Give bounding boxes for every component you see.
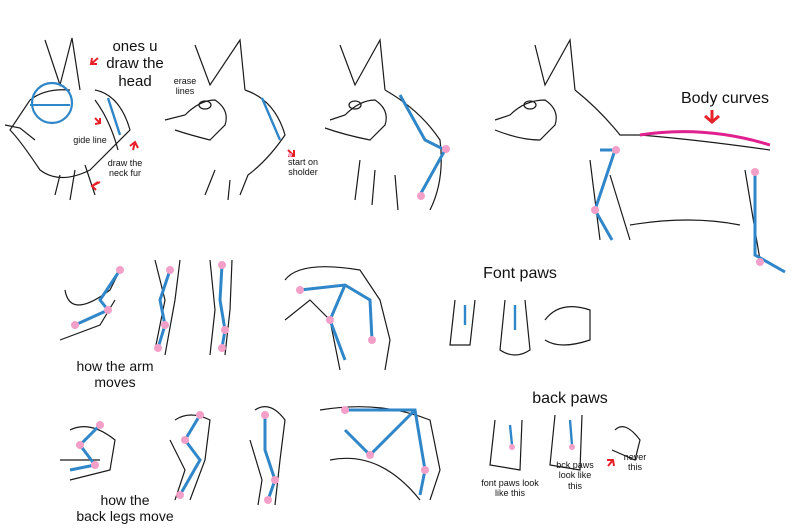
back-leg-sketches xyxy=(60,406,441,506)
neck-guide-line-2 xyxy=(260,97,282,141)
arrow-icon xyxy=(89,57,99,65)
back-paw-sketches xyxy=(489,414,641,471)
arrow-icon xyxy=(704,110,720,124)
front-paw-guides xyxy=(463,305,517,330)
arrow-icon xyxy=(94,117,101,125)
heading-back-paws: back paws xyxy=(532,390,608,407)
label-draw-neck-fur: draw the neck fur xyxy=(107,158,143,179)
head-guide-circle xyxy=(30,81,74,125)
arrow-icon xyxy=(607,459,615,467)
joint-dot xyxy=(417,192,425,200)
label-body-curves: Body curves xyxy=(680,90,770,107)
front-paw-sketches xyxy=(449,299,591,356)
shoulder-joint-dot xyxy=(288,153,292,157)
label-how-back-legs-move: how the back legs move xyxy=(76,492,174,525)
wolf-body-sketch xyxy=(494,38,771,261)
wolf-head-sketch-3 xyxy=(324,38,442,211)
back-paw-guides xyxy=(508,419,574,446)
heading-font-paws: Font paws xyxy=(483,265,557,282)
arrow-icon xyxy=(90,181,101,191)
back-leg-joint-dots xyxy=(76,406,429,504)
label-never-this: never this xyxy=(623,452,647,473)
wolf-head-sketch-2 xyxy=(164,38,286,201)
arm-joint-dots xyxy=(71,261,376,352)
label-ones-u-draw-head: ones u draw the head xyxy=(106,38,164,90)
label-start-on-sholder: start on sholder xyxy=(287,157,318,178)
arm-sketches xyxy=(59,259,391,371)
joint-dot xyxy=(591,206,599,214)
label-erase-lines: erase lines xyxy=(173,76,197,97)
joint-dot xyxy=(751,168,759,176)
body-curve-line xyxy=(639,130,771,147)
back-paw-joint-dots xyxy=(509,444,575,450)
joint-dot xyxy=(612,146,620,154)
arrow-icon xyxy=(129,140,139,151)
joint-dot xyxy=(442,145,450,153)
label-gide-line: gide line xyxy=(73,135,107,145)
front-leg-guide xyxy=(593,148,618,241)
neck-guide-line-1 xyxy=(106,97,122,136)
back-leg-guide xyxy=(753,172,786,274)
joint-dot xyxy=(756,258,764,266)
label-how-arm-moves: how the arm moves xyxy=(76,358,154,391)
label-bck-paws-look: bck paws look like this xyxy=(556,460,594,491)
body-guide-line-3 xyxy=(398,94,448,196)
label-font-paws-look: font paws look like this xyxy=(481,478,539,499)
